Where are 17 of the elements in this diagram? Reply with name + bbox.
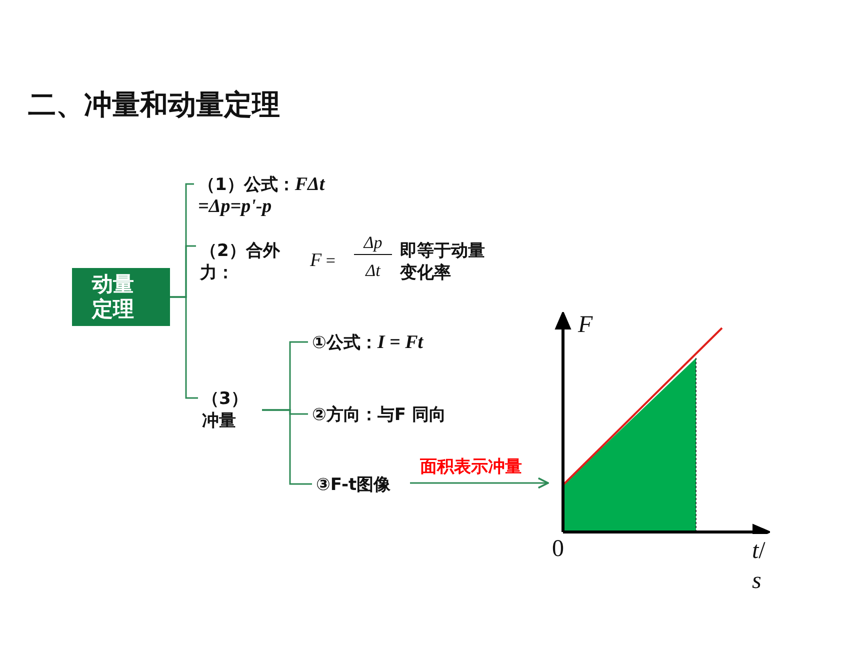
title: 二、冲量和动量定理 bbox=[28, 87, 280, 123]
topic-box: 动量定理 bbox=[72, 268, 170, 326]
formula: F = Δp Δt bbox=[310, 236, 394, 292]
bracket-line bbox=[170, 296, 198, 399]
branch-text: （2）合外力： bbox=[200, 240, 280, 284]
branch-text: （3）冲量 bbox=[202, 388, 262, 432]
bracket-line bbox=[262, 409, 312, 485]
branch-text: ③F-t图像 bbox=[316, 474, 416, 498]
axis-label: 0 bbox=[552, 535, 565, 564]
branch-text: ②方向：与F 同向 bbox=[312, 404, 452, 450]
branch-text: （1）公式：FΔt =Δp=p'-p bbox=[198, 174, 368, 220]
edge-label: 面积表示冲量 bbox=[420, 456, 522, 478]
branch-text: ①公式：I = Ft bbox=[312, 332, 472, 356]
axis-label: F bbox=[578, 311, 594, 340]
note-text: 即等于动量变化率 bbox=[400, 240, 486, 284]
arrow bbox=[410, 477, 549, 489]
axis-label: t/ s bbox=[752, 537, 766, 596]
